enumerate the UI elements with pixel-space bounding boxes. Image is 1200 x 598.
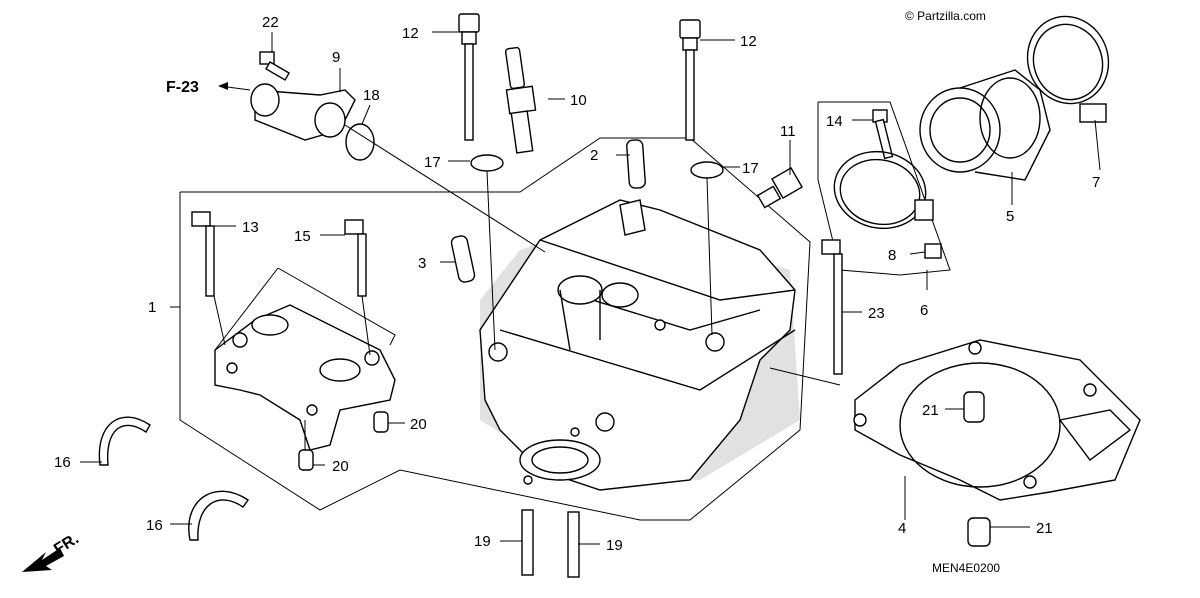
bolt-15 bbox=[344, 219, 367, 297]
callout-18: 18 bbox=[363, 87, 380, 104]
dowel-21b bbox=[967, 517, 991, 547]
clamp-7 bbox=[1026, 15, 1110, 123]
front-direction-arrow: FR. bbox=[22, 530, 82, 572]
callout-9: 9 bbox=[332, 49, 340, 66]
cylinder-head bbox=[479, 199, 800, 491]
spark-plug-10 bbox=[504, 46, 537, 154]
callout-1: 1 bbox=[148, 299, 156, 316]
bolt-12-right bbox=[679, 19, 701, 141]
bolt-22 bbox=[259, 51, 291, 81]
washer-17-left bbox=[470, 154, 504, 172]
assembly-outline-6 bbox=[817, 101, 951, 276]
dowel-pin-20a bbox=[373, 411, 389, 433]
callout-13: 13 bbox=[242, 219, 259, 236]
callout-14: 14 bbox=[826, 113, 843, 130]
dowel-pin-20b bbox=[298, 449, 314, 471]
semi-seal-16b bbox=[188, 490, 249, 541]
nut-8 bbox=[924, 243, 942, 259]
reference-f23: F-23 bbox=[166, 79, 199, 96]
pipe-2 bbox=[626, 139, 646, 189]
callout-6: 6 bbox=[920, 302, 928, 319]
bolt-12-left bbox=[458, 13, 480, 141]
callout-20-top: 20 bbox=[410, 416, 427, 433]
callout-19-left: 19 bbox=[474, 533, 491, 550]
callout-19-right: 19 bbox=[606, 537, 623, 554]
callout-20-bottom: 20 bbox=[332, 458, 349, 475]
assembly-outline-1 bbox=[179, 137, 811, 521]
pipe-3 bbox=[450, 235, 476, 283]
callout-21-bottom: 21 bbox=[1036, 520, 1053, 537]
bolt-23 bbox=[821, 239, 843, 375]
washer-17-right bbox=[690, 161, 724, 179]
stud-19-right bbox=[567, 511, 580, 578]
callout-22: 22 bbox=[262, 14, 279, 31]
callout-3: 3 bbox=[418, 255, 426, 272]
callout-2: 2 bbox=[590, 147, 598, 164]
callout-5: 5 bbox=[1006, 208, 1014, 225]
callout-15: 15 bbox=[294, 228, 311, 245]
dowel-21a bbox=[963, 391, 985, 423]
callout-17-left: 17 bbox=[424, 154, 441, 171]
diagram-code: MEN4E0200 bbox=[932, 561, 1000, 575]
callout-10: 10 bbox=[570, 92, 587, 109]
watermark-text: © Partzilla.com bbox=[905, 9, 986, 23]
callout-21-top: 21 bbox=[922, 402, 939, 419]
callout-8: 8 bbox=[888, 247, 896, 264]
o-ring-18 bbox=[345, 123, 375, 161]
camshaft-holder bbox=[214, 304, 396, 451]
clamp-band-6 bbox=[833, 150, 927, 230]
callout-7: 7 bbox=[1092, 174, 1100, 191]
sensor-11 bbox=[756, 167, 803, 209]
bolt-14 bbox=[872, 109, 894, 160]
water-joint-9 bbox=[250, 83, 356, 141]
head-gasket-4 bbox=[853, 339, 1141, 501]
callout-17-right: 17 bbox=[742, 160, 759, 177]
callout-23: 23 bbox=[868, 305, 885, 322]
stud-19-left bbox=[521, 509, 534, 576]
callout-16-top: 16 bbox=[54, 454, 71, 471]
callout-4: 4 bbox=[898, 520, 906, 537]
insulator-5 bbox=[919, 69, 1051, 181]
callout-16-bottom: 16 bbox=[146, 517, 163, 534]
callout-12-right: 12 bbox=[740, 33, 757, 50]
callout-12-left: 12 bbox=[402, 25, 419, 42]
bolt-13 bbox=[191, 211, 215, 297]
semi-seal-16a bbox=[98, 416, 151, 466]
callout-11: 11 bbox=[780, 123, 796, 140]
